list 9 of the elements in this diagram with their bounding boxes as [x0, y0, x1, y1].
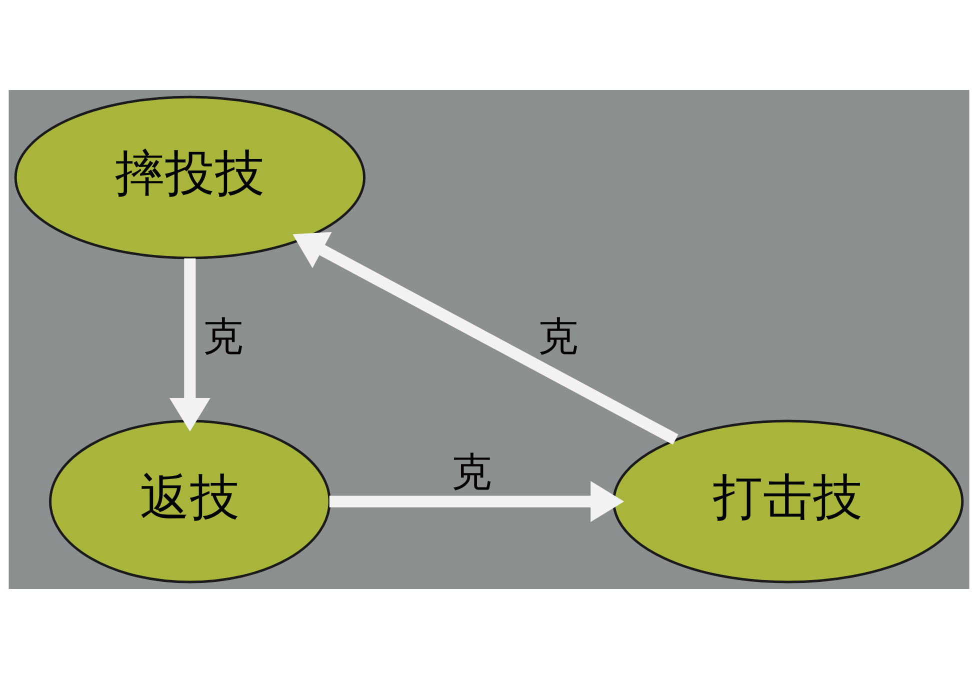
node-ellipse: 返技	[49, 420, 331, 584]
edge-label: 克	[203, 314, 244, 360]
node-ellipse: 摔投技	[14, 96, 366, 260]
node-ellipse: 打击技	[612, 420, 964, 584]
arrow	[169, 258, 210, 432]
arrow	[329, 481, 624, 522]
edge-label: 克	[451, 449, 492, 496]
arrow	[292, 232, 678, 445]
edge-label: 克	[538, 314, 578, 360]
